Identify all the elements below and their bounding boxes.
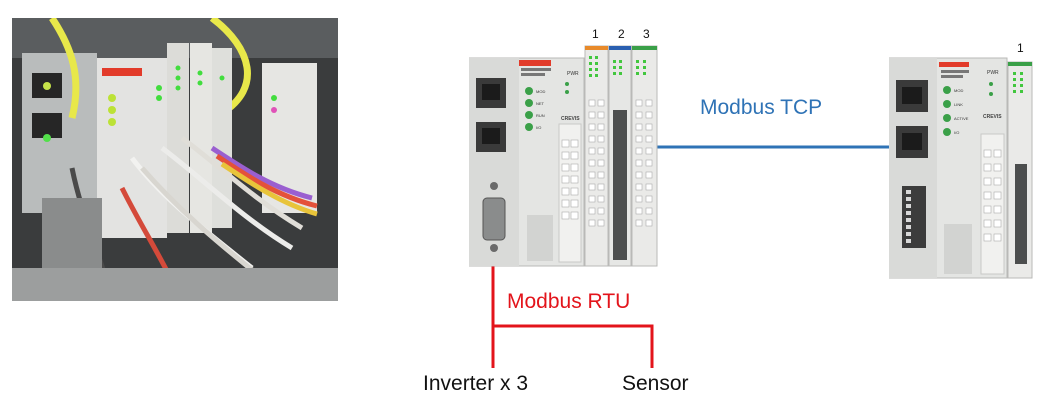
modbus-rtu-label: Modbus RTU bbox=[507, 290, 631, 313]
brand-label: CREVIS bbox=[561, 116, 580, 122]
right-adapter: MOD LINK ACTIVE I/O PWR CREVIS bbox=[888, 54, 1035, 280]
led-label-link: LINK bbox=[954, 102, 963, 107]
sensor-label: Sensor bbox=[622, 372, 689, 395]
led-label-io: I/O bbox=[954, 130, 959, 135]
inverter-label: Inverter x 3 bbox=[423, 372, 529, 395]
slot-number-2: 2 bbox=[618, 27, 625, 41]
io-module-1 bbox=[584, 45, 609, 267]
dip-switch bbox=[902, 186, 926, 248]
hardware-photo bbox=[12, 18, 338, 301]
led-label-mod: MOD bbox=[954, 88, 963, 93]
brand-label: CREVIS bbox=[983, 114, 1002, 120]
serial-port bbox=[482, 197, 506, 241]
slot-number-1: 1 bbox=[592, 27, 599, 41]
right-adapter-drawing: MOD LINK ACTIVE I/O PWR CREVIS bbox=[888, 57, 1033, 279]
io-module-3 bbox=[631, 45, 658, 267]
hardware-photo-drawing bbox=[12, 18, 338, 301]
led-label-active: ACTIVE bbox=[954, 116, 969, 121]
modbus-tcp-label: Modbus TCP bbox=[700, 96, 823, 119]
pwr-label: PWR bbox=[567, 71, 579, 77]
slot-number-3: 3 bbox=[643, 27, 650, 41]
led-label-io: I/O bbox=[536, 125, 541, 130]
led-label-net: NET bbox=[536, 101, 545, 106]
left-controller-drawing: MOD NET RUN I/O PWR CREVIS bbox=[468, 45, 658, 267]
pwr-label: PWR bbox=[987, 70, 999, 76]
led-label-run: RUN bbox=[536, 113, 545, 118]
left-controller: MOD NET RUN I/O PWR CREVIS bbox=[468, 40, 661, 268]
led-label-mod: MOD bbox=[536, 89, 545, 94]
slot-number-1-right: 1 bbox=[1017, 41, 1024, 55]
